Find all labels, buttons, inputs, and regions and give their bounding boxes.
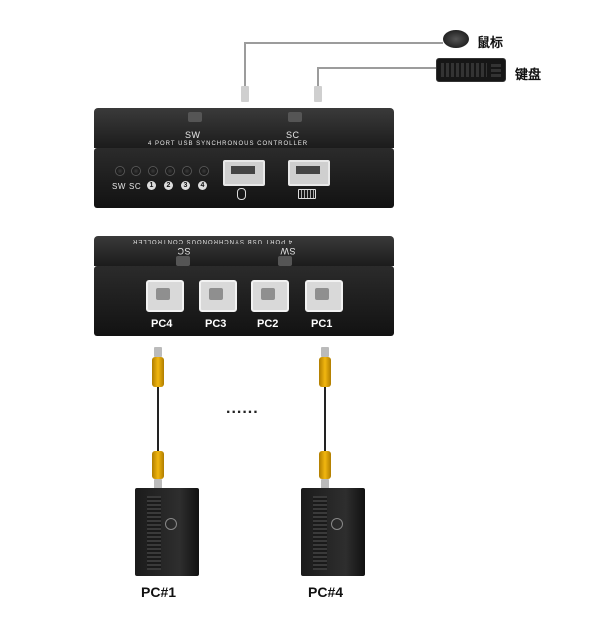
port-number-3: 3	[181, 181, 190, 190]
sw-led-label: SW	[112, 182, 126, 191]
sw-button-label: SW	[185, 130, 201, 140]
port-number-2: 2	[164, 181, 173, 190]
sc-led-label: SC	[129, 182, 141, 191]
keyboard-cable	[318, 67, 436, 69]
port3-led	[182, 166, 192, 176]
pc2-usb-port[interactable]	[251, 280, 289, 312]
back-model-text: 4 PORT USB SYNCHRONOUS CONTROLLER	[132, 238, 292, 244]
pc1-caption: PC#1	[141, 584, 176, 600]
back-sc-label: SC	[177, 246, 191, 256]
computer-tower-1	[135, 488, 199, 576]
usb-plug-icon	[241, 86, 249, 102]
back-sw-label: SW	[280, 246, 296, 256]
pc1-usb-port[interactable]	[305, 280, 343, 312]
mouse-label: 鼠标	[477, 32, 503, 51]
mouse-icon	[443, 30, 469, 48]
keyboard-icon	[298, 189, 316, 199]
mouse-usb-port[interactable]	[223, 160, 265, 186]
keyboard-label: 键盘	[515, 64, 541, 83]
mouse-icon	[237, 188, 246, 200]
pc3-port-label: PC3	[205, 318, 226, 330]
usb-plug-icon	[154, 347, 162, 357]
port4-led	[199, 166, 209, 176]
port1-led	[148, 166, 158, 176]
pc4-usb-port[interactable]	[146, 280, 184, 312]
sc-button[interactable]	[288, 112, 302, 122]
usb-cable-connector	[152, 451, 164, 479]
pc4-caption: PC#4	[308, 584, 343, 600]
back-sc-button[interactable]	[176, 256, 190, 266]
usb-cable-connector	[152, 357, 164, 387]
back-sw-button[interactable]	[278, 256, 292, 266]
ellipsis: ......	[226, 400, 259, 418]
keyboard-icon	[436, 58, 506, 82]
pc3-usb-port[interactable]	[199, 280, 237, 312]
usb-cable	[324, 387, 326, 451]
sc-button-label: SC	[286, 130, 300, 140]
sw-button[interactable]	[188, 112, 202, 122]
mouse-cable-drop	[244, 42, 246, 88]
pc1-port-label: PC1	[311, 318, 332, 330]
port-number-4: 4	[198, 181, 207, 190]
usb-cable-connector	[319, 451, 331, 479]
keyboard-usb-port[interactable]	[288, 160, 330, 186]
sc-led	[131, 166, 141, 176]
port2-led	[165, 166, 175, 176]
computer-tower-4	[301, 488, 365, 576]
pc4-port-label: PC4	[151, 318, 172, 330]
model-text: 4 PORT USB SYNCHRONOUS CONTROLLER	[148, 141, 308, 147]
usb-plug-icon	[314, 86, 322, 102]
usb-cable	[157, 387, 159, 451]
usb-plug-icon	[321, 347, 329, 357]
pc2-port-label: PC2	[257, 318, 278, 330]
switch-back-panel	[94, 266, 394, 336]
sw-led	[115, 166, 125, 176]
mouse-cable	[245, 42, 443, 44]
usb-cable-connector	[319, 357, 331, 387]
port-number-1: 1	[147, 181, 156, 190]
